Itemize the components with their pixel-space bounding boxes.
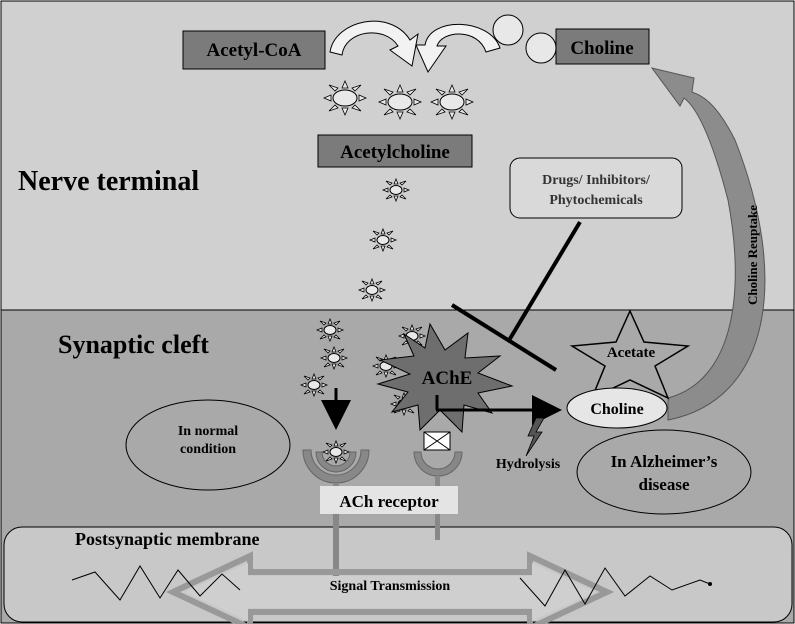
hydrolysis-label: Hydrolysis [496, 457, 561, 472]
synaptic-cleft-label: Synaptic cleft [58, 330, 209, 359]
acetylcholine-box [317, 134, 473, 168]
drugs-box [509, 157, 683, 219]
alzheimers-line1: In Alzheimer’s [611, 452, 718, 471]
alzheimers-line2: disease [639, 475, 690, 494]
choline-product-ellipse [566, 387, 668, 429]
normal-condition-line1: In normal [178, 424, 238, 439]
acetyl-coa-label: Acetyl-CoA [207, 40, 302, 61]
ach-molecule-fall-2 [369, 228, 397, 252]
signal-transmission-arrow [165, 551, 615, 624]
inhibition-bar [450, 303, 558, 372]
nerve-terminal-label: Nerve terminal [18, 166, 199, 197]
choline-top-box [555, 28, 650, 65]
ach-receptor-label-box [320, 486, 458, 514]
ach-receptor-blocked [413, 451, 463, 477]
ach-molecule-fall-3 [358, 278, 386, 302]
lightning-bolt-icon [525, 417, 545, 457]
choline-product-label: Choline [590, 401, 643, 418]
choline-reuptake-arrow [650, 67, 766, 421]
choline-bubble-1 [492, 14, 524, 46]
ach-receptor-label: ACh receptor [339, 492, 439, 511]
signal-wave-right [519, 567, 711, 607]
choline-reuptake-label: Choline Reuptake [745, 205, 760, 305]
ache-label: AChE [422, 368, 473, 389]
synthesis-arrow-right [415, 23, 501, 74]
drugs-label-line2: Phytochemicals [549, 193, 643, 208]
drugs-label-line1: Drugs/ Inhibitors/ [542, 173, 651, 188]
choline-top-label: Choline [570, 38, 633, 59]
postsynaptic-membrane-label: Postsynaptic membrane [75, 529, 259, 549]
ach-molecule-cleft-3 [300, 373, 328, 397]
ach-molecule-top-3 [430, 84, 474, 120]
signal-transmission-label: Signal Transmission [330, 579, 451, 594]
ach-receptor-bound [302, 449, 370, 484]
ach-molecule-top-2 [378, 84, 422, 120]
ach-molecule-bound [322, 440, 350, 464]
signal-wave-left [71, 565, 241, 601]
acetate-label: Acetate [607, 345, 656, 361]
acetate-star [569, 309, 691, 400]
signal-transmission-arrow-inner [185, 563, 595, 621]
ach-molecule-top-1 [323, 80, 367, 116]
acetylcholine-label: Acetylcholine [340, 142, 450, 163]
synthesis-arrow-left [329, 20, 419, 67]
inhibition-line [506, 220, 582, 344]
signal-wave-end-dot [708, 582, 712, 586]
blocked-envelope-x2 [423, 431, 451, 451]
ach-molecule-cleft-1 [316, 318, 344, 342]
normal-condition-line2: condition [180, 442, 236, 457]
alzheimers-ellipse [576, 429, 752, 515]
normal-condition-ellipse [125, 399, 291, 491]
choline-bubble-2 [525, 32, 557, 64]
ach-receptor-bound-stem [333, 484, 339, 584]
ach-molecule-cleft-2 [320, 346, 348, 370]
ach-receptor-bound-inner [315, 451, 357, 473]
acetyl-coa-box [182, 30, 326, 70]
ach-molecule-fall-1 [382, 178, 410, 202]
